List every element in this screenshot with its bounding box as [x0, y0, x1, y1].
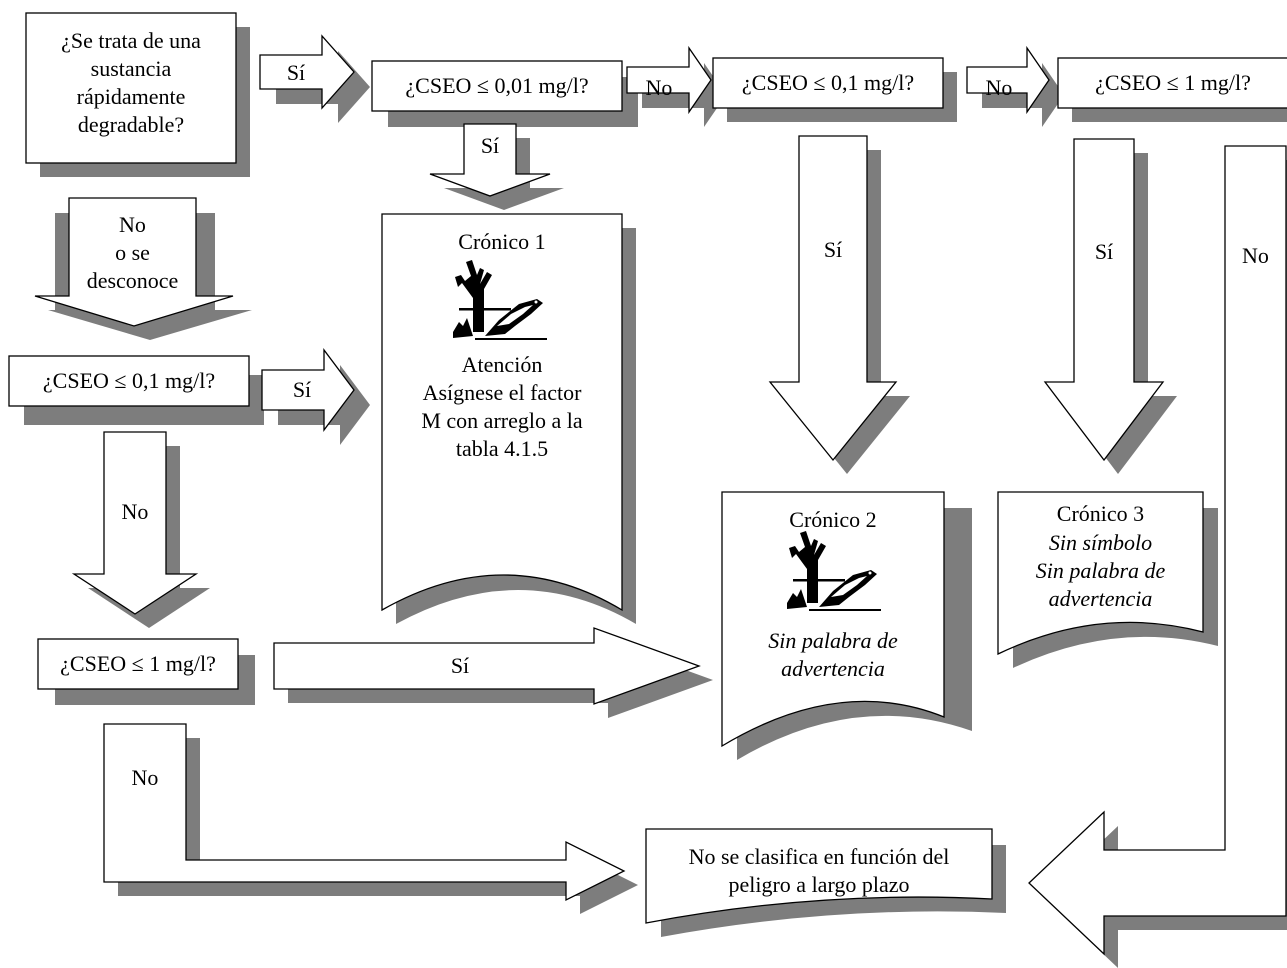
decision-degradable-line: sustancia: [90, 56, 172, 81]
decision-degradable-line: rápidamente: [76, 84, 186, 109]
chronic1-line: Asígnese el factor: [422, 380, 582, 405]
arrow-no-8: [34, 197, 234, 327]
arrow-si-1: [259, 34, 355, 110]
decision-degradable-line: ¿Se trata de una: [61, 28, 201, 53]
arrow-no-3: [966, 45, 1050, 115]
arrow-no-10-label: No: [121, 499, 149, 524]
environment-hazard-icon: [453, 260, 547, 340]
chronic1-text: Atención Asígnese el factor M con arregl…: [382, 351, 622, 463]
chronic3-title: Crónico 3: [1056, 501, 1145, 526]
chronic1-line: tabla 4.1.5: [455, 436, 549, 461]
decision-cseo-1-left-box: [37, 638, 239, 690]
arrow-no-12-label: No: [131, 765, 159, 790]
arrow-si-4-label: Sí: [480, 133, 500, 158]
arrow-no-2: [626, 45, 712, 115]
decision-cseo-1-top-box: [1057, 57, 1287, 109]
chronic1-document: [381, 213, 623, 612]
arrow-no-7: [1028, 145, 1287, 956]
arrow-no-10: [71, 431, 199, 615]
arrow-si-9: [261, 348, 355, 432]
arrow-si-6-label: Sí: [1094, 239, 1114, 264]
arrow-si-6: [1043, 138, 1165, 462]
not-classified-line: No se clasifica en función del: [688, 844, 950, 869]
arrow-si-9-label: Sí: [292, 377, 312, 402]
arrow-no-2-label: No: [645, 75, 673, 100]
chronic3-line: Sin palabra de: [1035, 558, 1166, 583]
chronic2-line: advertencia: [781, 656, 885, 681]
arrow-si-11: [273, 627, 701, 705]
decision-boxes: [8, 12, 1287, 690]
outcome-documents: [381, 213, 1204, 924]
not-classified-document: [645, 828, 993, 924]
chronic3-line: advertencia: [1048, 586, 1153, 611]
arrow-si-4: [429, 123, 551, 197]
decision-cseo-01-left-label: ¿CSEO ≤ 0,1 mg/l?: [42, 368, 216, 393]
arrow-si-5: [768, 135, 898, 462]
decision-cseo-1-left-label: ¿CSEO ≤ 1 mg/l?: [60, 651, 216, 676]
not-classified-text: No se clasifica en función del peligro a…: [646, 843, 992, 899]
chronic2-text: Sin palabra de advertencia: [722, 627, 944, 683]
decision-degradable-label: ¿Se trata de una sustancia rápidamente d…: [26, 27, 236, 139]
arrow-no-8-line: desconoce: [86, 268, 179, 293]
decision-cseo-01-left-box: [8, 355, 250, 407]
chronic2-title: Crónico 2: [789, 507, 877, 532]
arrow-no-8-label: No o se desconoce: [69, 211, 196, 295]
chronic3-text: Sin símbolo Sin palabra de advertencia: [998, 529, 1203, 613]
chronic3-line: Sin símbolo: [1048, 530, 1153, 555]
environment-hazard-icon: [787, 531, 881, 611]
decision-degradable-line: degradable?: [77, 112, 185, 137]
decision-cseo-001-label: ¿CSEO ≤ 0,01 mg/l?: [405, 73, 589, 98]
arrow-no-7-label: No: [1242, 243, 1269, 268]
chronic1-line: Atención: [461, 352, 543, 377]
not-classified-line: peligro a largo plazo: [728, 872, 910, 897]
chronic2-line: Sin palabra de: [768, 628, 898, 653]
arrow-no-3-label: No: [985, 75, 1013, 100]
decision-cseo-001-box: [371, 60, 623, 112]
arrow-si-11-label: Sí: [450, 653, 470, 678]
decision-cseo-1-top-label: ¿CSEO ≤ 1 mg/l?: [1095, 70, 1251, 95]
decision-cseo-01-top-box: [712, 57, 944, 109]
arrow-no-8-line: o se: [115, 240, 150, 265]
decision-cseo-01-top-label: ¿CSEO ≤ 0,1 mg/l?: [741, 70, 915, 95]
arrow-si-1-label: Sí: [286, 60, 306, 85]
arrow-no-8-line: No: [119, 212, 146, 237]
arrows: [34, 34, 1287, 956]
decision-degradable-box: [25, 12, 237, 164]
chronic3-document: [997, 491, 1204, 656]
arrow-no-12: [103, 723, 626, 902]
arrow-si-5-label: Sí: [823, 237, 843, 262]
chronic1-title: Crónico 1: [458, 229, 546, 254]
chronic2-document: [721, 491, 945, 748]
chronic1-line: M con arreglo a la: [421, 408, 583, 433]
